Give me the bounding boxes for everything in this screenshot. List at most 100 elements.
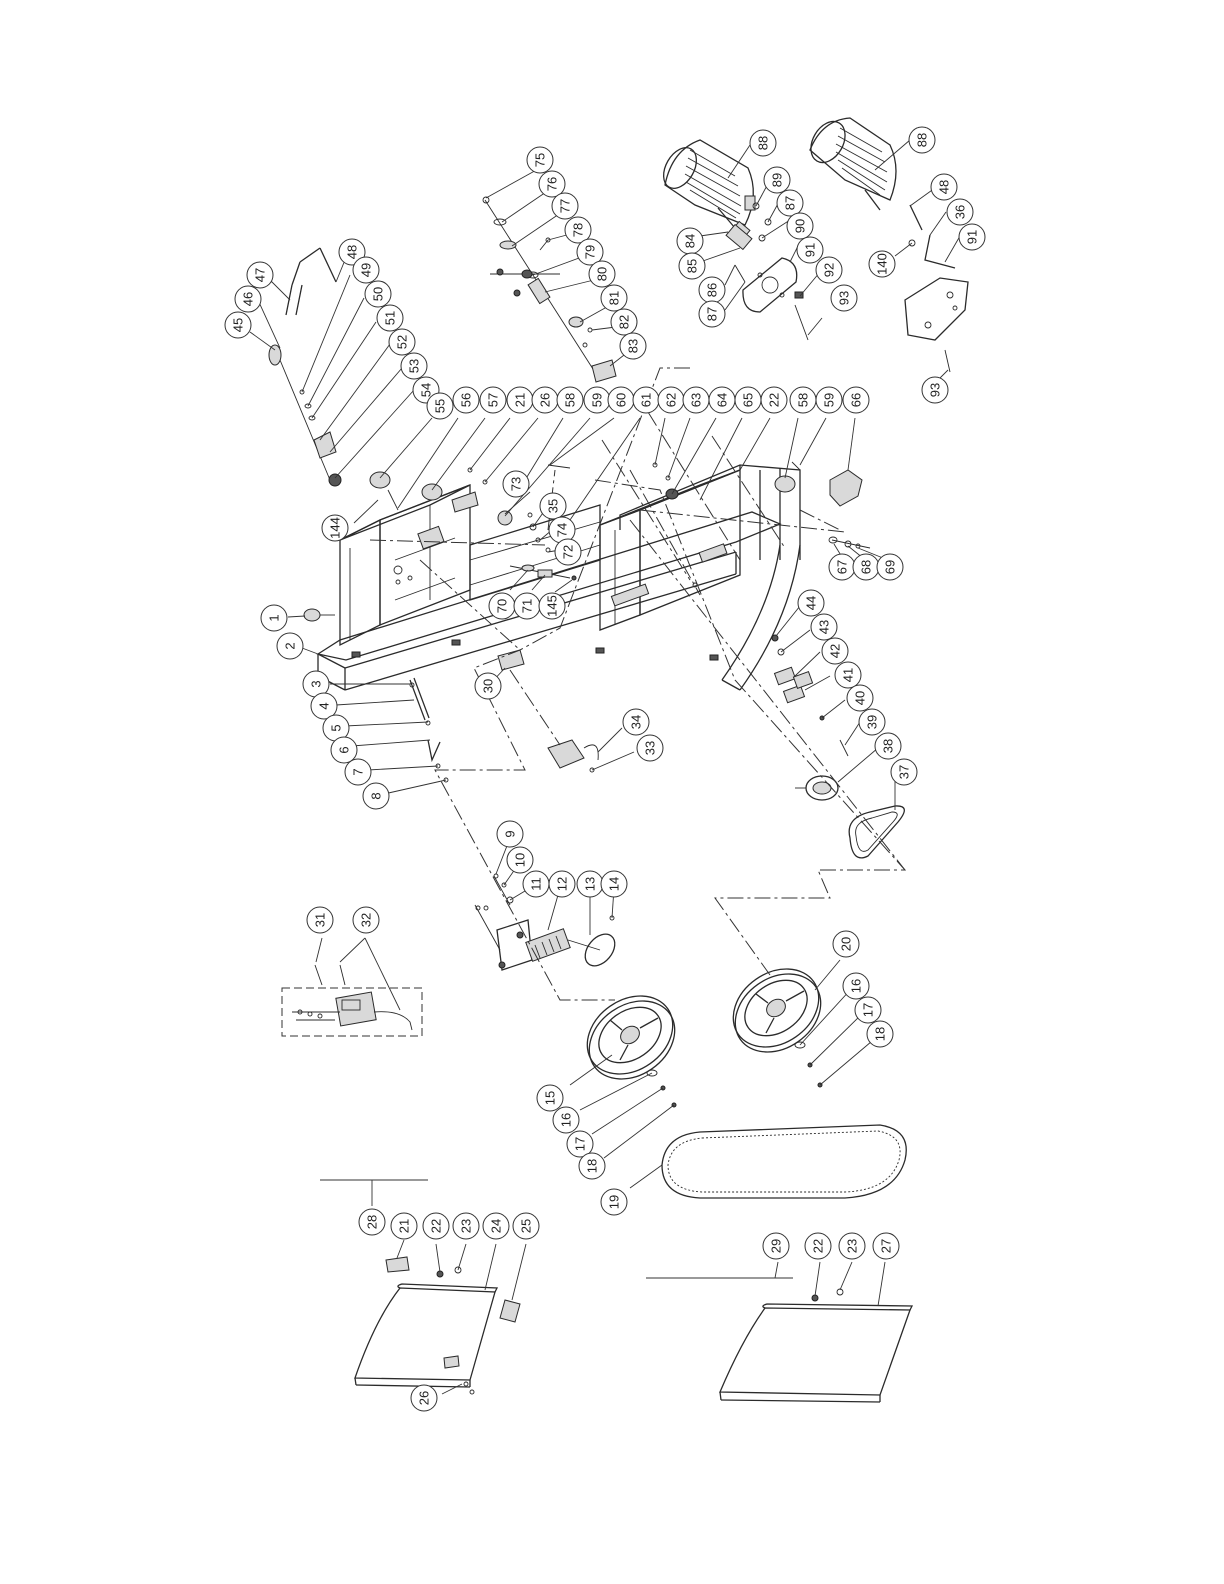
callout-balloon: 10 bbox=[506, 846, 534, 874]
callout-circle bbox=[276, 632, 304, 660]
callout-balloon: 71 bbox=[513, 592, 541, 620]
callout-circle bbox=[310, 692, 338, 720]
callout-number: 22 bbox=[811, 1239, 826, 1253]
callout-number: 27 bbox=[879, 1239, 894, 1253]
callout-number: 25 bbox=[519, 1219, 534, 1233]
callout-balloon: 11 bbox=[522, 870, 550, 898]
callout-balloon: 42 bbox=[821, 637, 849, 665]
callout-circle bbox=[830, 284, 858, 312]
callout-balloon: 57 bbox=[479, 386, 507, 414]
callout-number: 17 bbox=[573, 1137, 588, 1151]
callout-balloon: 73 bbox=[502, 470, 530, 498]
callout-circle bbox=[566, 1130, 594, 1158]
callout-number: 87 bbox=[783, 196, 798, 210]
callout-number: 21 bbox=[513, 393, 528, 407]
callout-number: 11 bbox=[529, 877, 544, 891]
tension-handle-assembly bbox=[268, 247, 524, 526]
motor-right bbox=[809, 117, 956, 269]
callout-number: 18 bbox=[585, 1159, 600, 1173]
callout-balloon: 61 bbox=[632, 386, 660, 414]
callout-balloon: 14 bbox=[600, 870, 628, 898]
callout-balloon: 1 bbox=[260, 604, 288, 632]
callout-circle bbox=[338, 238, 366, 266]
callout-circle bbox=[921, 376, 949, 404]
wheel-hardware bbox=[646, 1041, 823, 1108]
callout-balloon: 36 bbox=[946, 198, 974, 226]
callout-number: 26 bbox=[417, 1391, 432, 1405]
callout-circle bbox=[536, 1084, 564, 1112]
callout-circle bbox=[306, 906, 334, 934]
callout-circle bbox=[908, 126, 936, 154]
callout-number: 55 bbox=[433, 399, 448, 413]
switch-box bbox=[547, 739, 599, 773]
callout-number: 33 bbox=[643, 741, 658, 755]
callout-circle bbox=[388, 328, 416, 356]
callout-balloon: 38 bbox=[874, 732, 902, 760]
callout-number: 48 bbox=[345, 245, 360, 259]
callout-number: 3 bbox=[309, 680, 324, 687]
callout-circle bbox=[376, 304, 404, 332]
callout-balloon: 24 bbox=[482, 1212, 510, 1240]
callout-balloon: 91 bbox=[796, 236, 824, 264]
callout-balloon: 140 bbox=[868, 250, 896, 278]
callout-balloon: 90 bbox=[786, 212, 814, 240]
callout-number: 65 bbox=[741, 393, 756, 407]
callout-number: 44 bbox=[804, 596, 819, 610]
callout-circle bbox=[410, 1384, 438, 1412]
callout-circle bbox=[246, 261, 274, 289]
callout-circle bbox=[622, 708, 650, 736]
callout-circle bbox=[556, 386, 584, 414]
lower-pulley-parts bbox=[771, 634, 849, 801]
callout-balloon: 65 bbox=[734, 386, 762, 414]
callout-number: 78 bbox=[571, 223, 586, 237]
callout-number: 54 bbox=[419, 383, 434, 397]
callout-number: 79 bbox=[583, 245, 598, 259]
callout-number: 5 bbox=[329, 724, 344, 731]
callout-number: 93 bbox=[837, 291, 852, 305]
callout-number: 46 bbox=[241, 292, 256, 306]
callout-circle bbox=[538, 592, 566, 620]
callout-balloon: 35 bbox=[539, 492, 567, 520]
callout-number: 86 bbox=[705, 283, 720, 297]
callout-number: 43 bbox=[817, 620, 832, 634]
callout-circle bbox=[512, 1212, 540, 1240]
callout-balloon: 44 bbox=[797, 589, 825, 617]
callout-circle bbox=[804, 1232, 832, 1260]
callout-balloon: 21 bbox=[390, 1212, 418, 1240]
callout-balloon: 87 bbox=[698, 300, 726, 328]
callout-balloon: 78 bbox=[564, 216, 592, 244]
callout-number: 40 bbox=[853, 691, 868, 705]
callout-number: 85 bbox=[685, 259, 700, 273]
callout-balloon: 18 bbox=[866, 1020, 894, 1048]
callout-number: 64 bbox=[715, 393, 730, 407]
callout-circle bbox=[588, 260, 616, 288]
callout-balloon: 34 bbox=[622, 708, 650, 736]
callout-circle bbox=[551, 192, 579, 220]
left-door-panel bbox=[354, 1256, 521, 1395]
callout-circle bbox=[797, 589, 825, 617]
upper-wheel bbox=[732, 968, 822, 1053]
callout-circle bbox=[390, 1212, 418, 1240]
callout-number: 28 bbox=[365, 1215, 380, 1229]
callout-balloon: 83 bbox=[619, 332, 647, 360]
callout-balloon: 2 bbox=[276, 632, 304, 660]
callout-balloon: 53 bbox=[400, 352, 428, 380]
callout-balloon: 4 bbox=[310, 692, 338, 720]
callout-balloon: 56 bbox=[452, 386, 480, 414]
callout-number: 14 bbox=[607, 877, 622, 891]
callout-circle bbox=[890, 758, 918, 786]
callout-circle bbox=[482, 1212, 510, 1240]
callout-balloon: 64 bbox=[708, 386, 736, 414]
callout-circle bbox=[619, 332, 647, 360]
motor-plate-right bbox=[904, 277, 969, 373]
callout-balloon: 59 bbox=[815, 386, 843, 414]
callout-balloon: 33 bbox=[636, 734, 664, 762]
callout-balloon: 51 bbox=[376, 304, 404, 332]
callout-balloon: 144 bbox=[321, 514, 349, 542]
callout-number: 88 bbox=[915, 133, 930, 147]
callout-number: 49 bbox=[359, 263, 374, 277]
assembly-paths bbox=[369, 367, 907, 1001]
callout-number: 16 bbox=[559, 1113, 574, 1127]
callout-circle bbox=[749, 129, 777, 157]
callout-number: 15 bbox=[543, 1091, 558, 1105]
